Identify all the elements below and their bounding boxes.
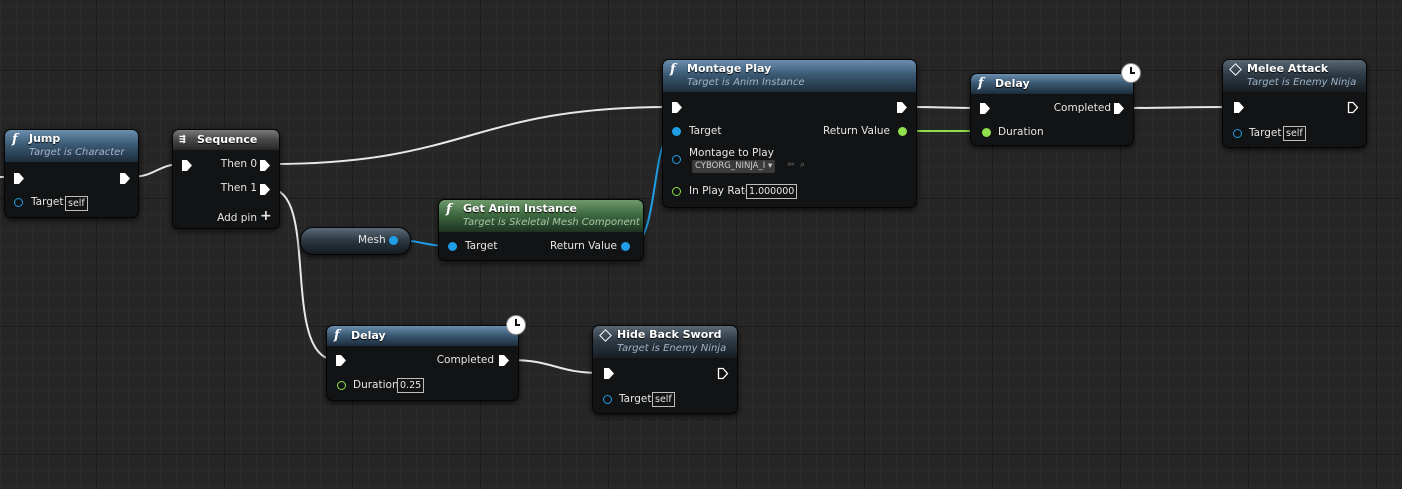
get-anim-instance-return-pin[interactable] xyxy=(621,242,630,251)
delay-top-completed-label: Completed xyxy=(1053,102,1111,114)
jump-target-pin[interactable] xyxy=(14,198,23,207)
get-anim-instance-title: Get Anim Instance xyxy=(463,202,577,215)
get-anim-instance-target-label: Target xyxy=(465,240,498,252)
montage-to-play-value: CYBORG_NINJA_I xyxy=(695,161,766,171)
montage-to-play-label: Montage to Play xyxy=(689,147,774,159)
delay-bottom-title: Delay xyxy=(351,329,386,342)
clock-icon xyxy=(1121,63,1141,83)
use-selected-asset-icon[interactable]: ⇦ xyxy=(787,160,795,170)
montage-play-target-label: Target xyxy=(689,125,722,137)
montage-play-return-label: Return Value xyxy=(822,125,890,137)
melee-attack-node[interactable]: Melee Attack Target is Enemy Ninja Targe… xyxy=(1222,59,1367,148)
melee-attack-target-pin[interactable] xyxy=(1233,129,1242,138)
get-anim-instance-node[interactable]: f Get Anim Instance Target is Skeletal M… xyxy=(438,199,644,261)
montage-to-play-pin[interactable] xyxy=(672,155,681,164)
montage-play-target-pin[interactable] xyxy=(672,127,681,136)
in-play-rate-pin[interactable] xyxy=(672,187,681,196)
delay-bottom-header: f Delay xyxy=(327,326,518,346)
melee-attack-title: Melee Attack xyxy=(1247,62,1329,75)
hide-back-sword-target-field[interactable]: self xyxy=(652,392,675,407)
sequence-title: Sequence xyxy=(197,133,258,146)
get-anim-instance-header: f Get Anim Instance Target is Skeletal M… xyxy=(439,200,643,232)
melee-attack-header: Melee Attack Target is Enemy Ninja xyxy=(1223,60,1366,92)
clock-icon xyxy=(506,315,526,335)
delay-bottom-duration-pin[interactable] xyxy=(337,381,346,390)
delay-bottom-duration-label: Duration xyxy=(353,379,399,391)
sequence-node[interactable]: ⇶ Sequence Then 0 Then 1 Add pin + xyxy=(172,129,280,229)
hide-back-sword-target-pin[interactable] xyxy=(603,395,612,404)
sequence-add-pin-label[interactable]: Add pin xyxy=(217,212,257,224)
function-icon: f xyxy=(334,328,340,343)
sequence-then0-label: Then 0 xyxy=(220,158,257,170)
get-anim-instance-target-pin[interactable] xyxy=(448,242,457,251)
jump-header: f Jump Target is Character xyxy=(5,130,138,162)
in-play-rate-label: In Play Rate xyxy=(689,185,752,197)
hide-back-sword-node[interactable]: Hide Back Sword Target is Enemy Ninja Ta… xyxy=(592,325,738,414)
jump-subtitle: Target is Character xyxy=(29,147,125,158)
function-icon: f xyxy=(670,62,676,77)
jump-target-field[interactable]: self xyxy=(65,196,88,211)
delay-top-node[interactable]: f Delay Completed Duration xyxy=(970,63,1141,146)
melee-attack-target-label: Target xyxy=(1249,127,1282,139)
melee-attack-subtitle: Target is Enemy Ninja xyxy=(1247,77,1357,88)
event-diamond-icon xyxy=(599,329,612,342)
montage-play-return-pin[interactable] xyxy=(898,127,907,136)
delay-bottom-completed-label: Completed xyxy=(436,354,494,366)
browse-asset-icon[interactable]: ⌕ xyxy=(800,160,806,170)
jump-target-label: Target xyxy=(31,196,64,208)
jump-node[interactable]: f Jump Target is Character Target self xyxy=(4,129,139,218)
combo-arrow-icon: ▾ xyxy=(767,161,773,171)
get-anim-instance-subtitle: Target is Skeletal Mesh Component xyxy=(463,217,640,228)
mesh-label: Mesh xyxy=(358,234,386,246)
montage-play-title: Montage Play xyxy=(687,62,772,75)
function-icon: f xyxy=(446,202,452,217)
montage-play-header: f Montage Play Target is Anim Instance xyxy=(663,60,916,92)
function-icon: f xyxy=(978,76,984,91)
hide-back-sword-subtitle: Target is Enemy Ninja xyxy=(617,343,727,354)
melee-attack-target-field[interactable]: self xyxy=(1283,126,1306,141)
wire-exec-delay-melee xyxy=(1125,106,1233,109)
sequence-then1-label: Then 1 xyxy=(220,182,257,194)
add-pin-icon[interactable]: + xyxy=(260,208,272,224)
get-anim-instance-return-label: Return Value xyxy=(549,240,617,252)
function-icon: f xyxy=(12,132,18,147)
delay-bottom-duration-field[interactable]: 0.25 xyxy=(397,378,425,393)
delay-top-header: f Delay xyxy=(971,74,1133,94)
hide-back-sword-header: Hide Back Sword Target is Enemy Ninja xyxy=(593,326,737,358)
delay-top-title: Delay xyxy=(995,77,1030,90)
wire-exec-delay-hidesword xyxy=(509,359,603,374)
mesh-variable-node[interactable]: Mesh xyxy=(300,227,411,255)
montage-to-play-combo[interactable]: CYBORG_NINJA_I ▾ xyxy=(692,160,776,173)
event-diamond-icon xyxy=(1229,63,1242,76)
delay-top-duration-pin[interactable] xyxy=(982,128,991,137)
delay-bottom-node[interactable]: f Delay Completed Duration 0.25 xyxy=(326,315,526,401)
montage-play-node[interactable]: f Montage Play Target is Anim Instance T… xyxy=(662,59,917,208)
hide-back-sword-target-label: Target xyxy=(619,393,652,405)
sequence-icon: ⇶ xyxy=(179,132,186,145)
wire-exec-then0-montage xyxy=(269,106,671,165)
wire-exec-then1-delay xyxy=(269,188,337,361)
sequence-header: ⇶ Sequence xyxy=(173,130,279,150)
jump-title: Jump xyxy=(29,132,61,145)
montage-play-subtitle: Target is Anim Instance xyxy=(687,77,805,88)
in-play-rate-field[interactable]: 1.000000 xyxy=(746,184,798,199)
delay-top-duration-label: Duration xyxy=(998,126,1044,138)
hide-back-sword-title: Hide Back Sword xyxy=(617,328,722,341)
mesh-output-pin[interactable] xyxy=(389,236,398,245)
